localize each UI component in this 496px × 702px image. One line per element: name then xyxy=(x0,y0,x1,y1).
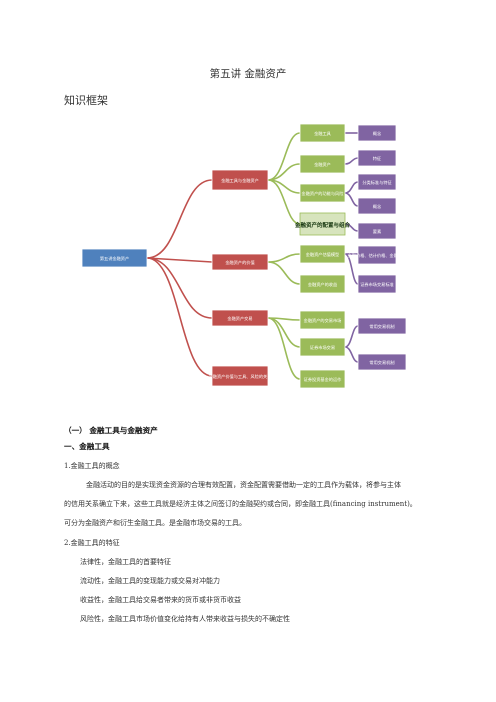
level2-node-3-label: 金融资产的功能与风险 xyxy=(302,190,345,197)
level2-node-6-label: 金融资产的收益 xyxy=(308,281,337,288)
level3-node-4: 概念 xyxy=(357,197,397,215)
level2-node-4: 金融资产的配置与组合 xyxy=(294,212,351,236)
level2-node-3: 金融资产的功能与风险 xyxy=(299,183,346,203)
level3-node-8: 常用交易机制 xyxy=(357,317,407,335)
level3-node-2: 特征 xyxy=(357,149,397,167)
level3-node-3-label: 分类标准与特征 xyxy=(362,179,392,186)
level3-node-1-label: 概念 xyxy=(373,130,382,137)
level1-node-2-label: 金融资产的价值 xyxy=(225,259,254,266)
item1-heading: 1.金融工具的概念 xyxy=(64,462,120,470)
connectors-level2 xyxy=(344,132,359,363)
document-title: 第五讲 金融资产 xyxy=(209,68,287,80)
level2-node-5-label: 金融资产估值模型 xyxy=(306,251,340,258)
level1-node-4-label: 金融资产价值与工具、风险的关系 xyxy=(209,373,272,380)
level1-node-4: 金融资产价值与工具、风险的关系 xyxy=(209,365,272,387)
level3-node-9: 常用交易机制 xyxy=(357,353,407,371)
level3-node-1: 概念 xyxy=(357,124,397,142)
feature-item: 风险性，金融工具市场价值变化给持有人带来收益与损失的不确定性 xyxy=(80,615,290,623)
section-heading: （一） 金融工具与金融资产 xyxy=(64,426,158,435)
level1-node-1-label: 金融工具与金融资产 xyxy=(221,177,259,184)
level2-node-8: 证券市场交易 xyxy=(299,337,346,357)
level2-node-9-label: 证券投资基金的运作 xyxy=(304,376,343,383)
level2-node-2: 金融资产 xyxy=(299,154,346,174)
level3-node-6: 金融价格、估计价格、金融价格 xyxy=(348,245,407,265)
level2-node-9: 证券投资基金的运作 xyxy=(299,369,346,389)
feature-item: 流动性，金融工具的变现能力或交易对冲能力 xyxy=(80,577,220,585)
level2-node-2-label: 金融资产 xyxy=(314,161,331,168)
level2-node-1-label: 金融工具 xyxy=(314,130,332,137)
paragraph-1-line-3: 可分为金融资产和衍生金融工具。是金融市场交易的工具。 xyxy=(64,519,246,527)
level1-node-2: 金融资产的价值 xyxy=(211,253,269,271)
level1-node-3: 金融资产交易 xyxy=(211,309,269,327)
level3-node-5: 要素 xyxy=(357,222,397,240)
subsection-heading: 一、金融工具 xyxy=(64,442,110,451)
root-node-label: 第五讲金融资产 xyxy=(100,255,129,262)
level3-node-8-label: 常用交易机制 xyxy=(369,323,394,330)
level1-node-1: 金融工具与金融资产 xyxy=(211,169,269,191)
paragraph-1-line-1: 金融活动的目的是实现资金资源的合理有效配置，资金配置需要借助一定的工具作为载体，… xyxy=(86,481,401,489)
feature-item: 法律性，金融工具的首要特征 xyxy=(80,558,171,566)
paragraph-1-line-2: 的信用关系确立下来，这些工具就是经济主体之间签订的金融契约或合同，即金融工具(f… xyxy=(64,500,417,508)
level2-node-8-label: 证券市场交易 xyxy=(310,344,335,351)
level3-node-3: 分类标准与特征 xyxy=(357,173,397,191)
connectors-root xyxy=(146,179,213,377)
section-subtitle: 知识框架 xyxy=(64,94,108,107)
level3-node-9-label: 常用交易机制 xyxy=(369,359,394,366)
level2-node-1: 金融工具 xyxy=(299,123,346,143)
level2-node-7-label: 金融资产的交易市场 xyxy=(304,317,342,324)
level2-node-4-label: 金融资产的配置与组合 xyxy=(294,221,351,229)
level3-node-6-label: 金融价格、估计价格、金融价格 xyxy=(348,252,407,259)
root-node: 第五讲金融资产 xyxy=(81,248,148,268)
item2-heading: 2.金融工具的特征 xyxy=(64,539,120,547)
level2-node-5: 金融资产估值模型 xyxy=(299,244,346,264)
level3-node-7-label: 证券市场交易标准 xyxy=(360,281,394,288)
level3-node-7: 证券市场交易标准 xyxy=(357,274,397,294)
level3-node-2-label: 特征 xyxy=(373,155,382,162)
feature-item: 收益性，金融工具给交易者带来的货币或非货币收益 xyxy=(80,596,241,604)
level2-node-6: 金融资产的收益 xyxy=(299,274,346,294)
level3-node-4-label: 概念 xyxy=(373,203,382,210)
level1-node-3-label: 金融资产交易 xyxy=(227,315,252,322)
connectors-level1 xyxy=(267,132,301,380)
level2-node-7: 金融资产的交易市场 xyxy=(299,310,346,330)
level3-node-5-label: 要素 xyxy=(373,228,381,235)
